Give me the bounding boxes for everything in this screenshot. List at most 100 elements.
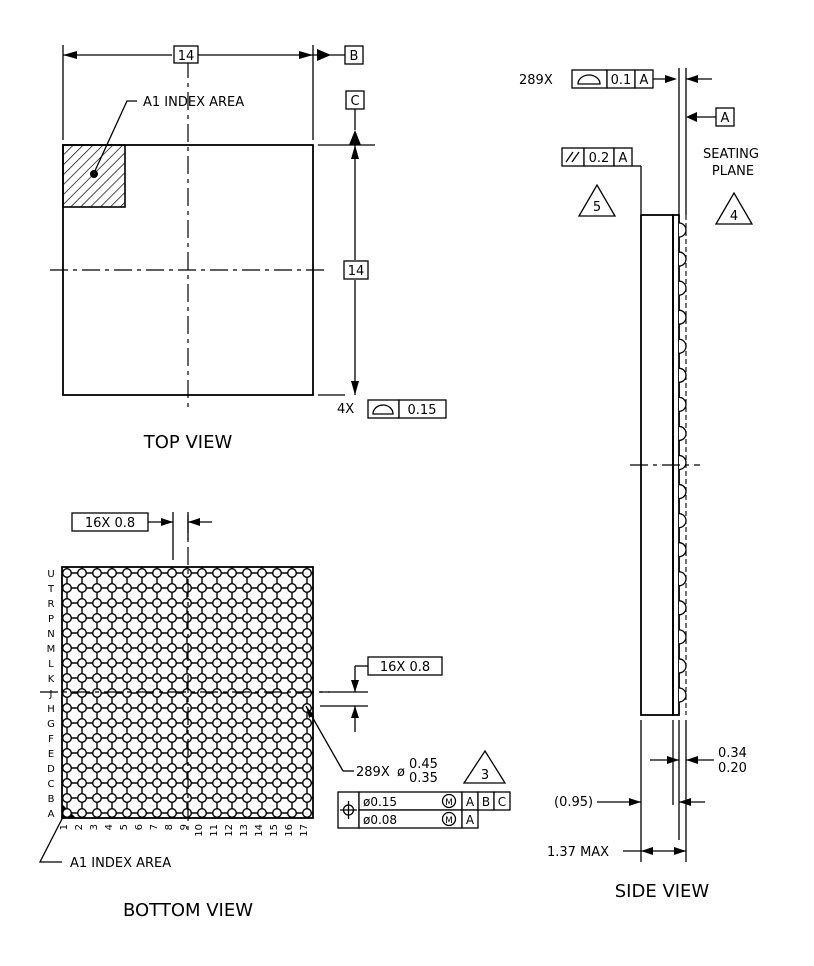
parallel-value: 0.2 xyxy=(589,151,610,166)
ball-E7 xyxy=(151,748,162,759)
ball-F12 xyxy=(226,733,237,744)
profile-count: 289X xyxy=(519,73,553,88)
ball-L14 xyxy=(257,658,268,669)
ball-A13 xyxy=(241,808,252,819)
ball-U2 xyxy=(76,568,87,579)
ball-D16 xyxy=(287,763,298,774)
ball-T6 xyxy=(136,583,147,594)
ball-R4 xyxy=(106,598,117,609)
ball-P17 xyxy=(302,613,313,624)
ball-N8 xyxy=(166,628,177,639)
ball-B11 xyxy=(211,793,222,804)
ball-C4 xyxy=(106,778,117,789)
ball-H15 xyxy=(272,703,283,714)
ball-F14 xyxy=(257,733,268,744)
profile-icon xyxy=(372,404,394,415)
pitch-x: 16X 0.8 xyxy=(85,516,135,531)
ball-B2 xyxy=(76,793,87,804)
ball-C12 xyxy=(226,778,237,789)
pos-ref-1b: B xyxy=(482,795,490,809)
ball-M17 xyxy=(302,643,313,654)
note-4: 4 xyxy=(730,209,738,224)
ball-N7 xyxy=(151,628,162,639)
row-label-K: K xyxy=(48,674,55,685)
ball-P5 xyxy=(121,613,132,624)
col-label-1: 1 xyxy=(59,824,70,830)
ball-K9 xyxy=(181,673,192,684)
top-width-dim-box xyxy=(173,45,199,64)
ball-H2 xyxy=(76,703,87,714)
ball-H14 xyxy=(257,703,268,714)
ball-A10 xyxy=(196,808,207,819)
ball-R6 xyxy=(136,598,147,609)
top-height-dim: 14 xyxy=(348,264,365,279)
col-label-17: 17 xyxy=(299,824,310,837)
ball-A14 xyxy=(257,808,268,819)
ball-J7 xyxy=(151,688,162,699)
ball-U10 xyxy=(196,568,207,579)
ball-A17 xyxy=(302,808,313,819)
ball-H1 xyxy=(62,703,73,714)
top-width-dim: 14 xyxy=(178,49,195,64)
col-label-16: 16 xyxy=(284,824,295,837)
ball-G9 xyxy=(181,718,192,729)
ball-K13 xyxy=(241,673,252,684)
ball-N4 xyxy=(106,628,117,639)
pos-tol-1: ø0.15 xyxy=(363,795,397,809)
ball-M4 xyxy=(106,643,117,654)
ball-A15 xyxy=(272,808,283,819)
ball-U12 xyxy=(226,568,237,579)
ball-E13 xyxy=(241,748,252,759)
ball-U11 xyxy=(211,568,222,579)
ball-T13 xyxy=(241,583,252,594)
row-label-C: C xyxy=(48,779,55,790)
ball-C6 xyxy=(136,778,147,789)
ball-P11 xyxy=(211,613,222,624)
profile-value: 0.1 xyxy=(611,73,632,88)
side-ball xyxy=(678,454,687,471)
pos-ref-1a: A xyxy=(466,795,475,809)
ball-T1 xyxy=(62,583,73,594)
ball-H5 xyxy=(121,703,132,714)
seating-plane-1: SEATING xyxy=(703,147,759,162)
ball-B10 xyxy=(196,793,207,804)
ball-T10 xyxy=(196,583,207,594)
ball-K2 xyxy=(76,673,87,684)
side-view-title: SIDE VIEW xyxy=(615,881,710,902)
ball-R1 xyxy=(62,598,73,609)
ball-D11 xyxy=(211,763,222,774)
ball-C5 xyxy=(121,778,132,789)
ball-H12 xyxy=(226,703,237,714)
ball-U9 xyxy=(181,568,192,579)
ball-G7 xyxy=(151,718,162,729)
ball-K8 xyxy=(166,673,177,684)
total-height: 1.37 MAX xyxy=(547,845,609,860)
ball-B9 xyxy=(181,793,192,804)
ball-B14 xyxy=(257,793,268,804)
ball-E9 xyxy=(181,748,192,759)
ball-J9 xyxy=(181,688,192,699)
datum-b-box xyxy=(344,45,364,65)
ball-K14 xyxy=(257,673,268,684)
col-label-12: 12 xyxy=(224,824,235,837)
ball-H4 xyxy=(106,703,117,714)
ball-E4 xyxy=(106,748,117,759)
ball-E17 xyxy=(302,748,313,759)
ball-T7 xyxy=(151,583,162,594)
ball-R14 xyxy=(257,598,268,609)
note-5: 5 xyxy=(593,200,601,215)
ball-A7 xyxy=(151,808,162,819)
ball-C17 xyxy=(302,778,313,789)
mmc-1: M xyxy=(445,798,453,808)
ball-K5 xyxy=(121,673,132,684)
side-view: 289X 0.1 A A SEATING PLANE 4 0.2 A xyxy=(519,68,759,902)
ball-R3 xyxy=(91,598,102,609)
ball-M6 xyxy=(136,643,147,654)
ball-T15 xyxy=(272,583,283,594)
ball-N13 xyxy=(241,628,252,639)
ball-D6 xyxy=(136,763,147,774)
ball-P4 xyxy=(106,613,117,624)
ball-G11 xyxy=(211,718,222,729)
ball-G4 xyxy=(106,718,117,729)
